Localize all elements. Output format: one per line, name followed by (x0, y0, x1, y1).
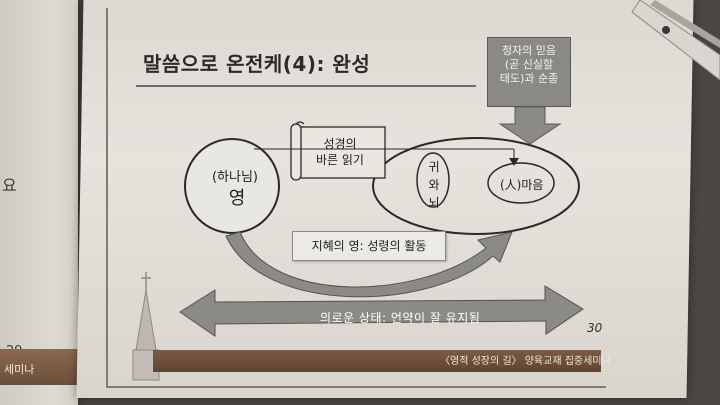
slide-frame (106, 8, 606, 388)
left-page-footer-label: 세미나 (4, 363, 35, 376)
spirit-label: 영 (228, 188, 246, 209)
title-underline (136, 85, 476, 87)
slide-title: 말씀으로 온전케(4): 완성 (143, 52, 371, 76)
word-flow-arrowhead (509, 158, 519, 166)
mind-ellipse (487, 162, 555, 204)
slide-footer-bar (153, 350, 601, 372)
ear-brain-char: 귀 (428, 160, 440, 174)
slide-footer-text: 〈영적 성장의 길〉 양육교재 집중세미나 (440, 356, 611, 367)
wisdom-spirit-label: 지혜의 영: 성령의 활동 (292, 231, 446, 261)
scroll-label-line: 성경의 (323, 137, 357, 151)
ear-brain-char: 와 (428, 178, 440, 192)
covenant-arrow-label: 의로운 상태: 언약이 잘 유지됨 (320, 311, 481, 325)
callout-line: (곧 신실할 (504, 58, 554, 71)
callout-line: 태도)과 순종 (499, 72, 559, 85)
scroll-icon (290, 121, 386, 181)
page-number: 30 (587, 321, 603, 335)
ear-brain-label: 귀 와 뇌 (427, 158, 441, 212)
mind-label: (人)마음 (500, 178, 544, 192)
pen-icon (631, 0, 720, 81)
left-page-footer-bar (0, 349, 78, 385)
spirit-circle (184, 138, 280, 234)
scroll-label: 성경의 바른 읽기 (305, 136, 375, 168)
callout-line: 청자의 믿음 (501, 44, 557, 57)
wisdom-curved-arrow (225, 231, 513, 298)
covenant-double-arrow (179, 285, 584, 337)
left-page-text-fragment: 요 (2, 176, 17, 195)
ear-brain-ellipse (416, 152, 450, 208)
human-ellipse (372, 137, 580, 235)
spirit-sublabel: (하나님) (211, 170, 259, 185)
ear-brain-char: 뇌 (428, 196, 440, 210)
faith-obedience-callout: 청자의 믿음 (곧 신실할 태도)과 순종 (487, 37, 571, 107)
scroll-label-line: 바른 읽기 (316, 153, 364, 167)
callout-down-arrow (498, 106, 562, 145)
left-page: 요 29 세미나 (0, 0, 78, 405)
